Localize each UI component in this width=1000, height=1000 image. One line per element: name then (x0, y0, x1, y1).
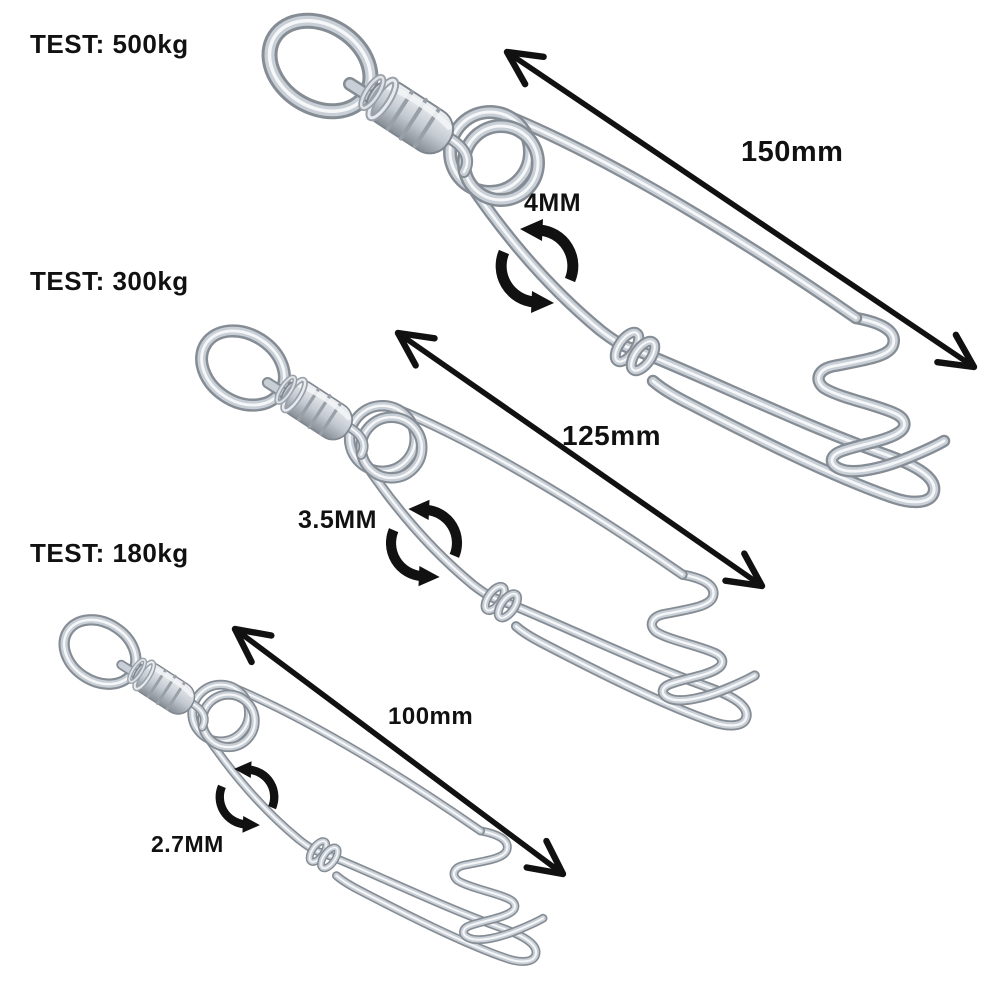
length-arrow-100mm (231, 625, 567, 878)
length-arrow-125mm (394, 329, 766, 590)
wire-diameter-label-3.5mm: 3.5MM (298, 506, 377, 534)
test-rating-label-500kg: TEST: 500kg (30, 29, 189, 59)
wire-diameter-label-4mm: 4MM (524, 189, 582, 217)
length-label-150mm: 150mm (741, 136, 844, 168)
wire-diameter-label-2.7mm: 2.7MM (151, 831, 224, 857)
length-label-100mm: 100mm (388, 703, 474, 730)
test-rating-label-300kg: TEST: 300kg (30, 266, 189, 296)
length-arrow-150mm (503, 48, 978, 371)
length-label-125mm: 125mm (562, 420, 662, 451)
snap-clip-100mm (52, 607, 543, 962)
test-rating-label-180kg: TEST: 180kg (30, 538, 189, 568)
